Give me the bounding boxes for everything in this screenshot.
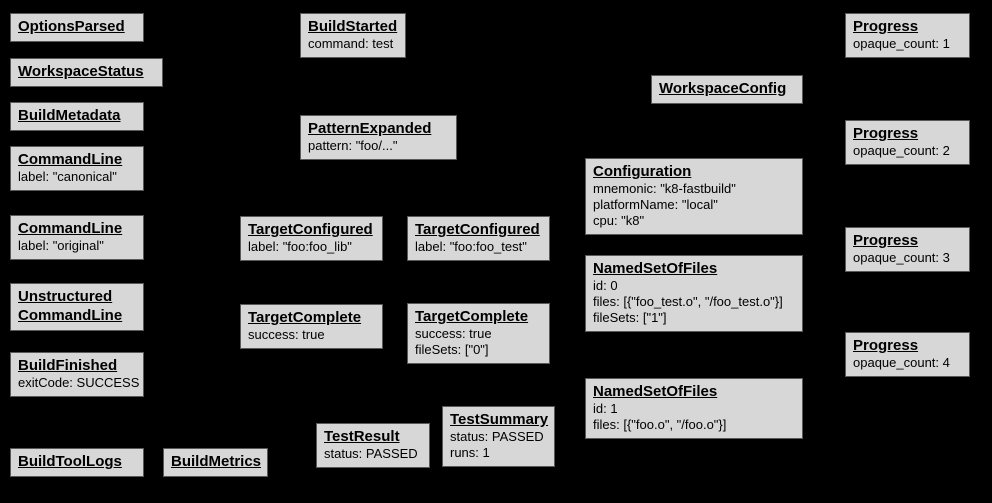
event-node-title: WorkspaceStatus	[18, 63, 144, 80]
event-node-field: opaque_count: 1	[853, 36, 950, 51]
event-node-title: Progress	[853, 18, 919, 35]
event-node-field: status: PASSED	[324, 446, 418, 461]
event-node-field: fileSets: ["0"]	[415, 342, 489, 357]
event-node-build-metrics: BuildMetrics	[163, 448, 268, 477]
event-node-title: PatternExpanded	[308, 120, 432, 137]
event-node-field: files: [{"foo.o", "/foo.o"}]	[593, 417, 727, 432]
event-node-field: mnemonic: "k8-fastbuild"	[593, 181, 736, 196]
event-node-field: files: [{"foo_test.o", "/foo_test.o"}]	[593, 294, 783, 309]
event-node-field: label: "original"	[18, 238, 104, 253]
event-node-title: Configuration	[593, 163, 692, 180]
event-node-field: label: "canonical"	[18, 169, 117, 184]
event-node-field: platformName: "local"	[593, 197, 718, 212]
event-node-title: BuildMetadata	[18, 107, 121, 124]
event-node-field: status: PASSED	[450, 429, 544, 444]
event-node-title: BuildMetrics	[171, 453, 262, 470]
event-node-title: WorkspaceConfig	[659, 80, 787, 97]
event-node-title: Progress	[853, 125, 919, 142]
event-node-field: opaque_count: 4	[853, 355, 950, 370]
event-node-field: label: "foo:foo_test"	[415, 239, 527, 254]
event-node-title: TestResult	[324, 428, 400, 445]
event-node-workspace-config: WorkspaceConfig	[651, 75, 803, 104]
event-node-title: BuildFinished	[18, 357, 118, 374]
event-node-build-metadata: BuildMetadata	[10, 102, 144, 131]
event-node-field: pattern: "foo/..."	[308, 138, 398, 153]
event-node-field: runs: 1	[450, 445, 490, 460]
event-node-title: CommandLine	[18, 307, 123, 324]
event-node-title: CommandLine	[18, 151, 123, 168]
event-node-field: opaque_count: 3	[853, 250, 950, 265]
event-node-title: TargetConfigured	[248, 221, 373, 238]
event-node-title: BuildStarted	[308, 18, 398, 35]
event-node-title: Progress	[853, 337, 919, 354]
event-node-field: opaque_count: 2	[853, 143, 950, 158]
event-node-field: id: 1	[593, 401, 618, 416]
event-node-field: command: test	[308, 36, 394, 51]
event-node-field: label: "foo:foo_lib"	[248, 239, 352, 254]
event-node-title: TargetConfigured	[415, 221, 540, 238]
event-node-workspace-status: WorkspaceStatus	[10, 58, 163, 87]
event-node-title: BuildToolLogs	[18, 453, 122, 470]
event-node-options-parsed: OptionsParsed	[10, 13, 144, 42]
event-node-field: success: true	[415, 326, 492, 341]
event-node-field: fileSets: ["1"]	[593, 310, 667, 325]
event-node-title: CommandLine	[18, 220, 123, 237]
event-node-build-tool-logs: BuildToolLogs	[10, 448, 144, 477]
event-node-title: TargetComplete	[415, 308, 529, 325]
event-node-title: NamedSetOfFiles	[593, 383, 718, 400]
event-node-title: TargetComplete	[248, 309, 362, 326]
event-node-field: id: 0	[593, 278, 618, 293]
event-node-field: cpu: "k8"	[593, 213, 645, 228]
event-node-title: Progress	[853, 232, 919, 249]
event-node-title: TestSummary	[450, 411, 549, 428]
event-node-title: Unstructured	[18, 288, 113, 305]
event-node-title: NamedSetOfFiles	[593, 260, 718, 277]
event-node-title: OptionsParsed	[18, 18, 125, 35]
event-node-field: success: true	[248, 327, 325, 342]
event-node-field: exitCode: SUCCESS	[18, 375, 140, 390]
